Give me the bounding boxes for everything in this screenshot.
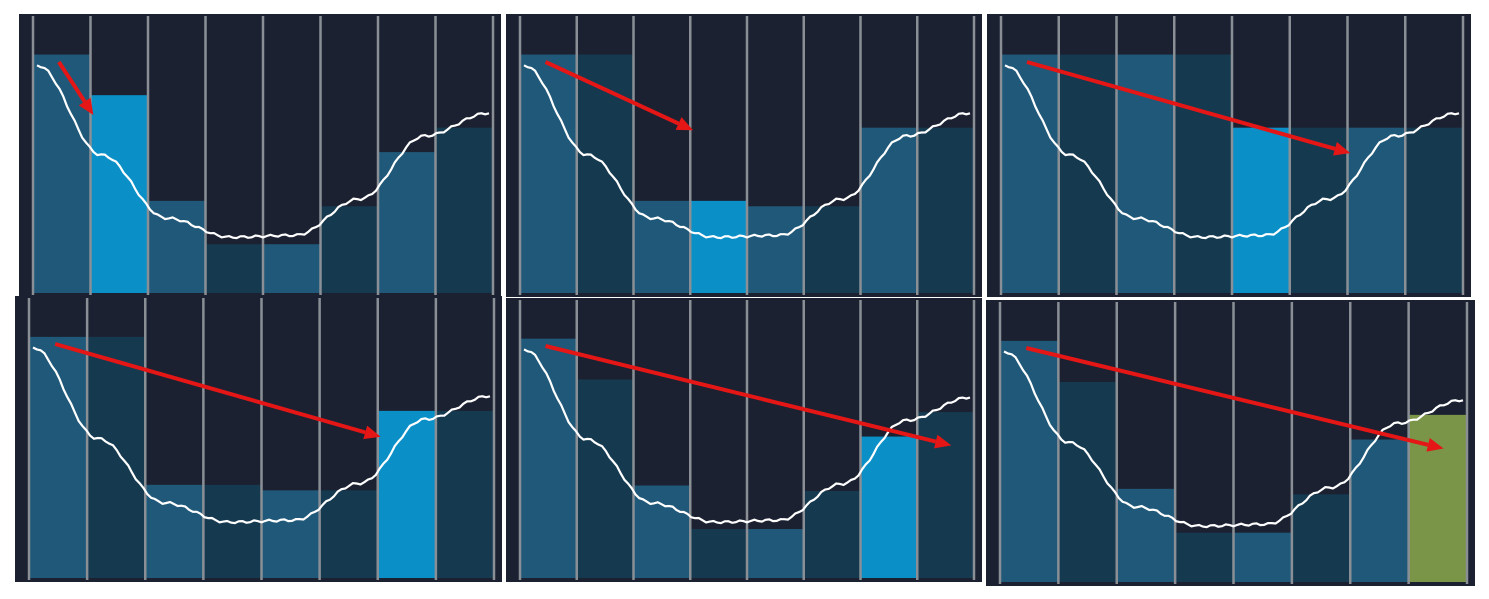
terrain-curve bbox=[32, 346, 491, 525]
panel-step-3 bbox=[987, 14, 1471, 297]
column-bar bbox=[520, 54, 577, 293]
column-bar bbox=[205, 244, 263, 293]
column-bar bbox=[435, 127, 493, 293]
column-bar bbox=[145, 484, 204, 578]
column-bar bbox=[1233, 532, 1292, 582]
arrow-head bbox=[78, 97, 94, 115]
arrow-head bbox=[363, 425, 381, 440]
column-bar bbox=[1291, 494, 1351, 582]
column-bar bbox=[1174, 54, 1232, 293]
column-bar bbox=[33, 54, 91, 293]
panel-step-1 bbox=[19, 14, 501, 297]
arrow-shaft bbox=[57, 60, 87, 103]
terrain-curve bbox=[1003, 350, 1464, 529]
panel-svg bbox=[15, 296, 502, 582]
panel-svg bbox=[987, 14, 1471, 297]
column-bar bbox=[319, 490, 378, 578]
column-bar bbox=[747, 529, 804, 578]
column-bar bbox=[690, 200, 747, 293]
arrow-shaft bbox=[545, 344, 937, 444]
column-bar bbox=[520, 338, 577, 578]
column-bar bbox=[1347, 127, 1406, 293]
column-bar bbox=[917, 412, 974, 578]
column-bar bbox=[1350, 439, 1409, 582]
arrow-shaft bbox=[1025, 346, 1429, 447]
column-bar bbox=[1058, 381, 1117, 582]
terrain-curve bbox=[523, 64, 971, 240]
terrain-curve bbox=[1004, 64, 1460, 240]
column-bar bbox=[690, 529, 747, 578]
arrow-head bbox=[675, 117, 694, 131]
column-bar bbox=[1000, 340, 1059, 582]
column-bar bbox=[917, 127, 974, 293]
column-bar bbox=[320, 206, 378, 293]
column-bar bbox=[87, 336, 146, 578]
column-bar bbox=[377, 410, 436, 578]
column-bar bbox=[1001, 54, 1059, 293]
arrow-head bbox=[1426, 437, 1444, 452]
panel-svg bbox=[986, 300, 1475, 586]
panel-step-6 bbox=[986, 300, 1475, 586]
terrain-curve bbox=[523, 348, 971, 525]
column-bar bbox=[633, 485, 691, 578]
panel-svg bbox=[506, 14, 982, 297]
column-bar bbox=[860, 436, 918, 578]
arrow-shaft bbox=[1026, 60, 1336, 151]
column-bar bbox=[378, 152, 436, 293]
panel-step-4 bbox=[15, 296, 502, 582]
panel-svg bbox=[506, 298, 982, 582]
arrow-head bbox=[934, 434, 952, 449]
column-bar bbox=[435, 410, 494, 578]
column-bar bbox=[1408, 414, 1467, 582]
column-bar bbox=[263, 244, 321, 293]
column-bar bbox=[1289, 127, 1348, 293]
terrain-curve bbox=[36, 64, 490, 240]
column-bar bbox=[747, 206, 804, 293]
column-bar bbox=[860, 127, 918, 293]
arrow-shaft bbox=[544, 60, 680, 126]
column-bar bbox=[1232, 127, 1290, 293]
column-bar bbox=[1116, 488, 1176, 582]
panel-svg bbox=[19, 14, 501, 297]
column-bar bbox=[261, 490, 320, 578]
column-bar bbox=[148, 200, 206, 293]
column-bar bbox=[1405, 127, 1463, 293]
arrow-head bbox=[1333, 142, 1351, 156]
column-bar bbox=[29, 336, 88, 578]
column-bar bbox=[803, 490, 861, 578]
column-bar bbox=[633, 200, 691, 293]
panel-step-2 bbox=[506, 14, 982, 297]
column-bar bbox=[576, 54, 634, 293]
column-bar bbox=[1175, 532, 1234, 582]
column-bar bbox=[1058, 54, 1117, 293]
arrow-shaft bbox=[54, 342, 366, 435]
column-bar bbox=[803, 206, 861, 293]
panel-step-5 bbox=[506, 298, 982, 582]
column-bar bbox=[203, 484, 262, 578]
